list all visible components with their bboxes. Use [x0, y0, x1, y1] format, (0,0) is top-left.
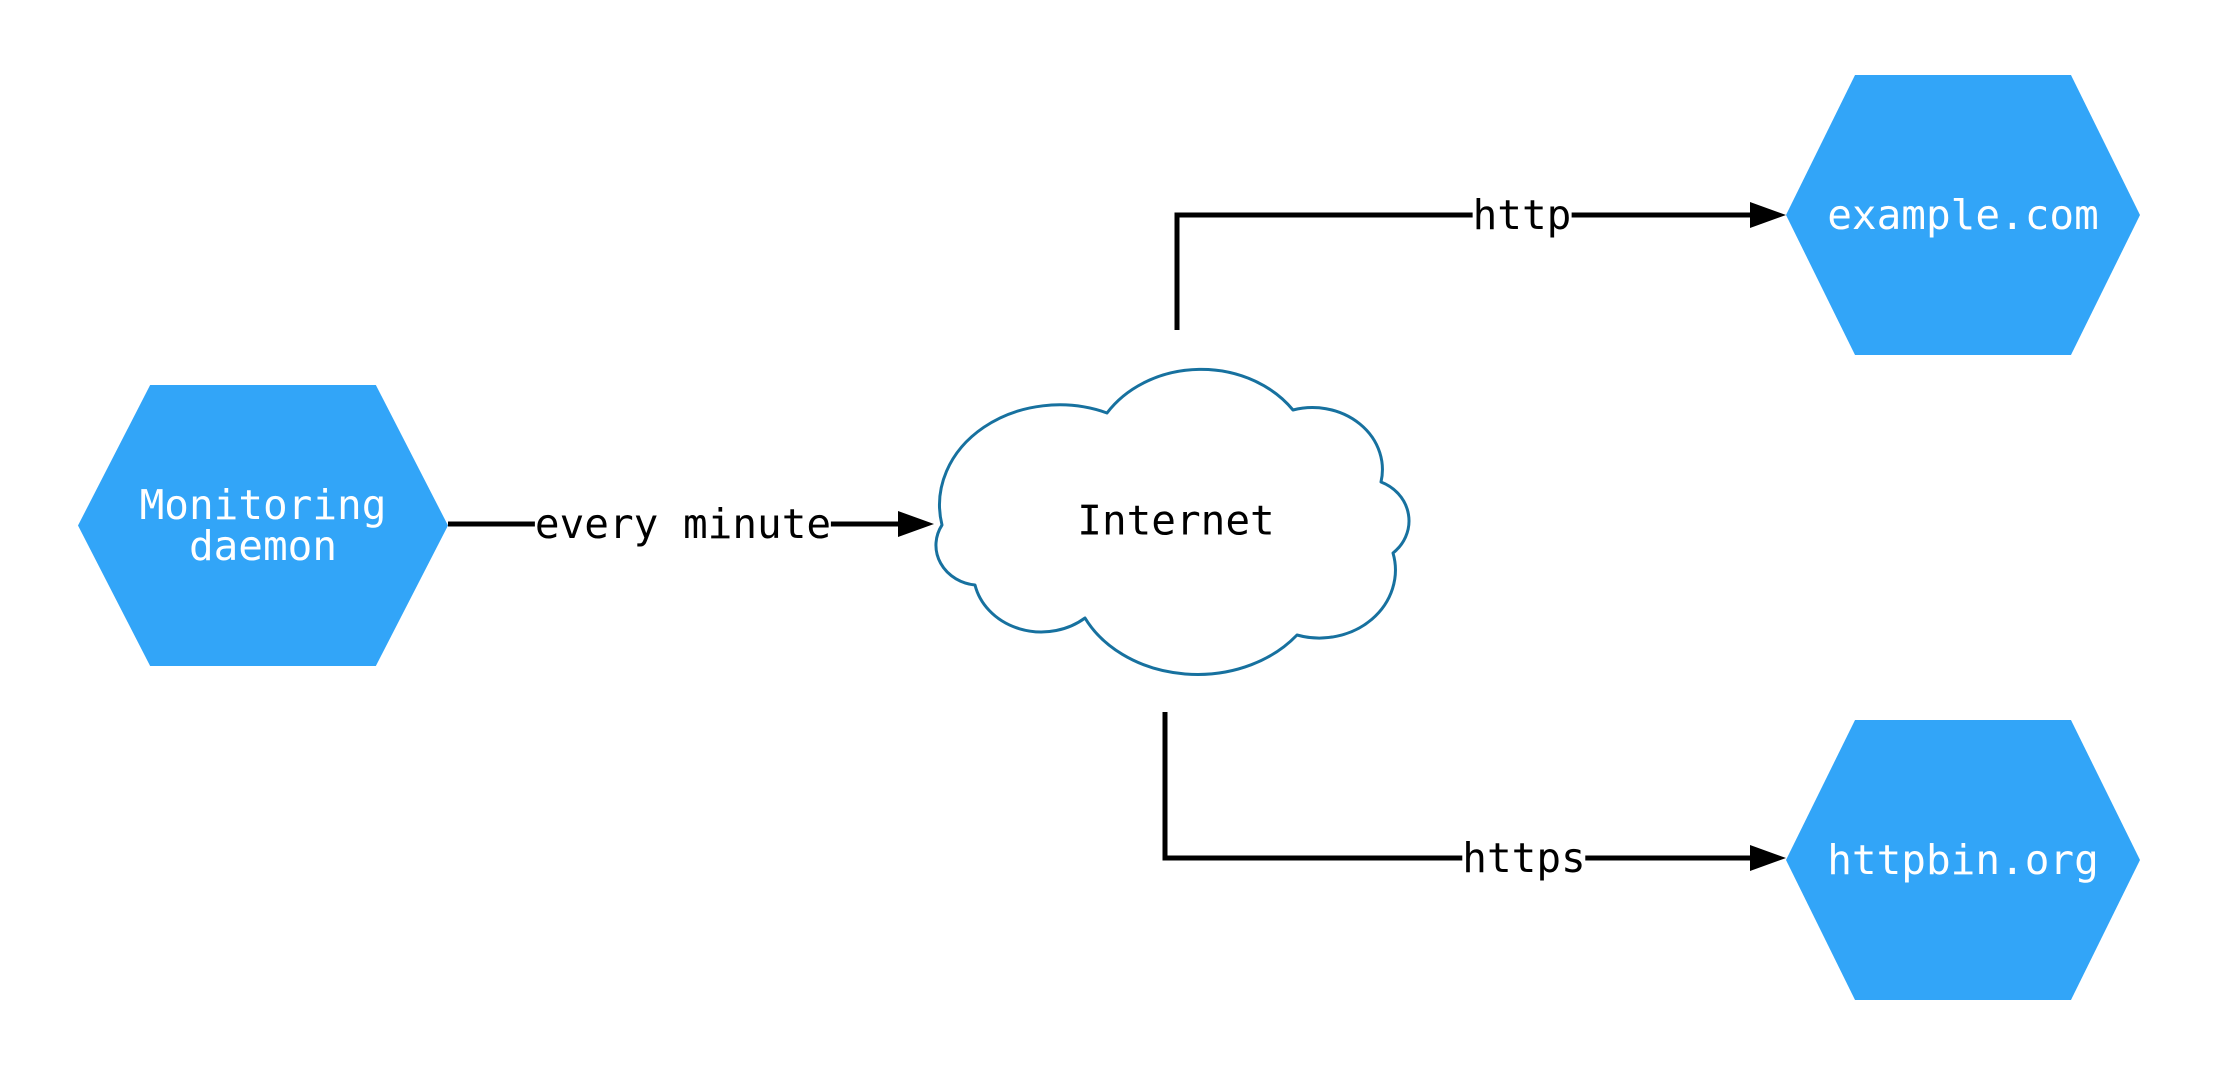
- edge-label-every-minute: every minute: [534, 500, 832, 548]
- node-example-com-label: example.com: [1827, 190, 2099, 239]
- edge-line: [1174, 212, 1750, 330]
- cloud-shape: [934, 367, 1411, 676]
- edge-label-https: https: [1462, 834, 1586, 882]
- node-example-com: example.com: [1786, 75, 2140, 355]
- edge-label-http: http: [1472, 191, 1572, 239]
- node-monitoring-daemon: Monitoring daemon: [78, 385, 448, 666]
- node-httpbin-org: httpbin.org: [1786, 720, 2140, 1000]
- node-internet-label: Internet: [1077, 496, 1275, 545]
- arrowhead-right-icon: [1750, 845, 1786, 871]
- arrowhead-right-icon: [898, 511, 934, 537]
- node-internet-cloud: [934, 367, 1411, 676]
- node-monitoring-daemon-label: Monitoring daemon: [139, 480, 387, 570]
- edge-line: [1162, 712, 1750, 861]
- arrowhead-right-icon: [1750, 202, 1786, 228]
- node-httpbin-org-label: httpbin.org: [1827, 835, 2099, 884]
